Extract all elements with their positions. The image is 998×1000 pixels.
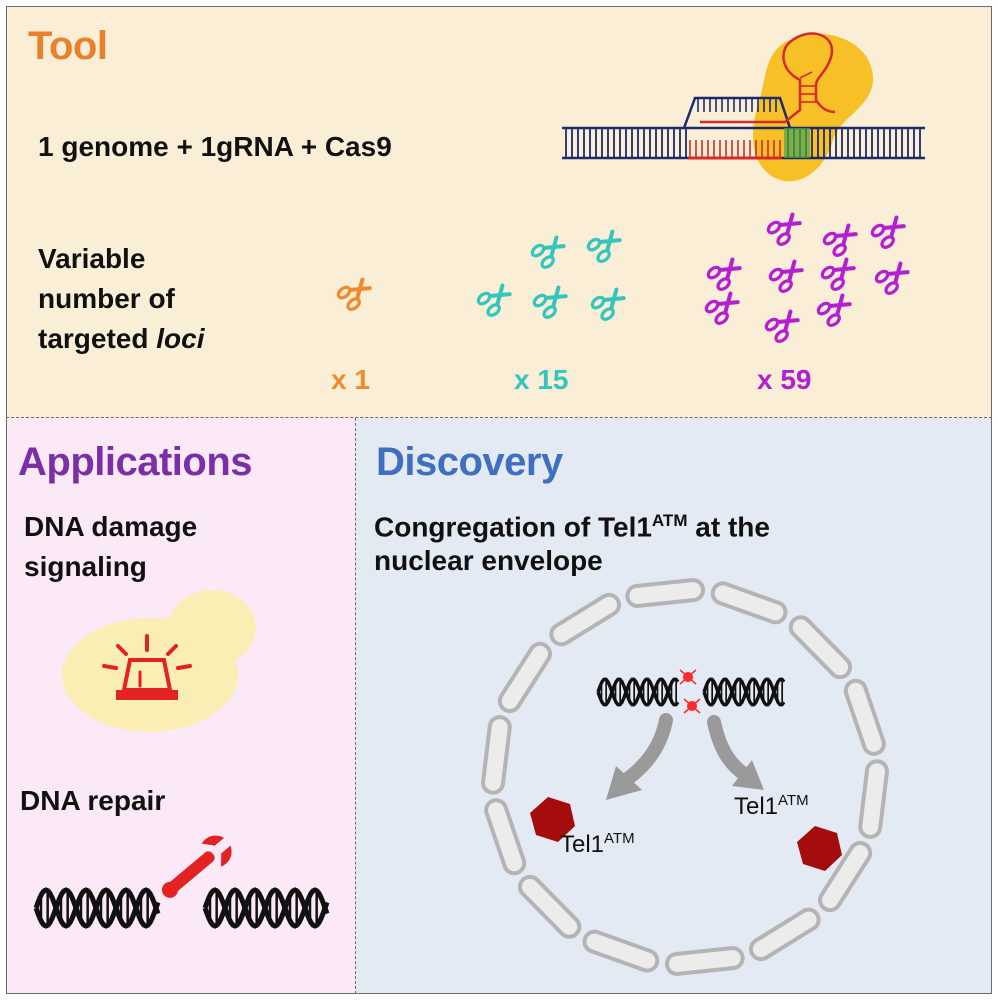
count-59: x 59 <box>757 364 812 395</box>
scissors-icon <box>818 252 860 294</box>
tel1-label-right: Tel1ATM <box>734 792 809 820</box>
nuclear-pore-segment <box>858 759 889 839</box>
dna-helix-broken-right <box>702 677 786 707</box>
repair-label: DNA repair <box>20 785 166 816</box>
scissors-icon <box>702 286 744 328</box>
scissors-icon <box>766 254 808 296</box>
migration-arrow-left <box>606 713 673 800</box>
discovery-title-line-1: Congregation of Tel1ATM at the <box>374 511 770 543</box>
nuclear-pore-segment <box>497 641 552 713</box>
count-15: x 15 <box>514 364 569 395</box>
nuclear-pore-segment <box>788 615 853 680</box>
cas9-complex <box>562 32 925 182</box>
yeast-cell <box>62 590 256 732</box>
loci-line-1: Variable <box>38 243 146 274</box>
scissors-icon <box>704 252 746 294</box>
scissors-icon <box>584 224 626 266</box>
tool-equation: 1 genome + 1gRNA + Cas9 <box>38 131 392 162</box>
tel1-hexagon-left <box>530 797 575 842</box>
grna <box>700 32 836 124</box>
scissors-icon <box>764 207 806 249</box>
loci-line-3: targeted loci <box>38 323 205 354</box>
dna-helix-broken-left <box>596 677 680 707</box>
nuclear-pore-segment <box>843 678 886 756</box>
horizontal-divider <box>6 417 992 418</box>
tool-heading: Tool <box>28 24 108 68</box>
loci-line-2: number of <box>38 283 175 314</box>
alarm-light-icon <box>102 634 192 700</box>
scissors-group-15 <box>474 224 630 324</box>
nuclear-pore-segment <box>748 907 821 962</box>
wrench-icon <box>161 835 232 898</box>
tel1-hexagon-right <box>797 826 842 871</box>
nuclear-pore-segment <box>517 874 582 939</box>
nuclear-envelope <box>481 578 889 976</box>
nuclear-pore-segment <box>484 798 527 876</box>
nuclear-pore-segment <box>664 946 745 976</box>
vertical-divider <box>355 418 356 994</box>
scissors-group-59 <box>702 207 914 346</box>
nuclear-pore-segment <box>582 929 660 973</box>
scissors-icon <box>334 272 376 314</box>
cas9-blob <box>753 33 874 182</box>
pam-site <box>784 128 810 158</box>
dna-helix-right <box>202 887 330 929</box>
tel1-label-left: Tel1ATM <box>560 830 635 858</box>
scissors-icon <box>762 304 804 346</box>
nuclear-pore-segment <box>625 578 706 608</box>
discovery-title-line-2: nuclear envelope <box>374 545 603 576</box>
scissors-icon <box>530 280 572 322</box>
scissors-icon <box>814 288 856 330</box>
nuclear-pore-segment <box>818 841 873 913</box>
scissors-icon <box>820 218 862 260</box>
scissors-icon <box>868 210 910 252</box>
count-1: x 1 <box>331 364 370 395</box>
scissors-icon <box>474 278 516 320</box>
signaling-line-2: signaling <box>24 551 147 582</box>
nuclear-pore-segment <box>481 715 512 795</box>
applications-heading: Applications <box>18 440 253 484</box>
signaling-line-1: DNA damage <box>24 511 198 542</box>
migration-arrow-right <box>707 715 764 790</box>
scissors-group-1 <box>334 272 376 314</box>
nuclear-pore-segment <box>549 592 622 647</box>
dna-break-sites <box>679 669 701 714</box>
dna-helix-left <box>33 887 161 929</box>
nuclear-pore-segment <box>710 581 788 625</box>
scissors-icon <box>588 282 630 324</box>
scissors-icon <box>528 230 570 272</box>
scissors-icon <box>872 256 914 298</box>
discovery-heading: Discovery <box>376 440 563 484</box>
